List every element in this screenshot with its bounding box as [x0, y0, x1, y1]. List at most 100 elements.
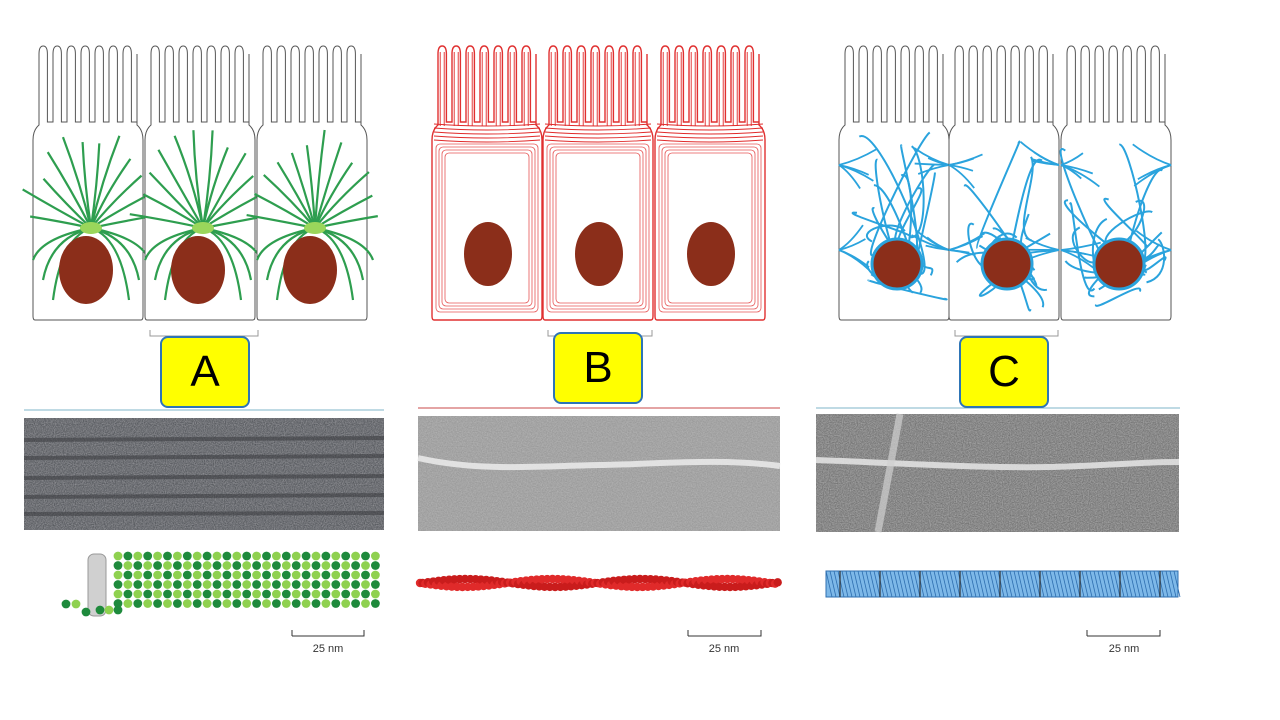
tubulin-subunit	[71, 599, 81, 609]
tubulin-subunit	[113, 570, 123, 580]
tubulin-subunit	[202, 561, 212, 570]
tubulin-subunit	[232, 570, 242, 580]
filament-strand	[1101, 570, 1109, 598]
tubulin-subunit	[212, 589, 222, 599]
tubulin-subunit	[351, 589, 360, 599]
desmosome-filament	[1060, 241, 1101, 251]
filament-strand	[1041, 570, 1049, 598]
filament-strand	[1025, 570, 1033, 598]
filament-strand	[961, 570, 969, 598]
filament-strand	[1145, 570, 1153, 598]
intermediate-filament	[1094, 287, 1141, 307]
filament-strand	[1069, 570, 1077, 598]
tubulin-subunit	[351, 599, 360, 608]
centrosome	[192, 222, 214, 234]
tubulin-subunit	[61, 599, 71, 609]
tubulin-subunit	[291, 589, 301, 599]
filament-strand	[865, 570, 873, 598]
filament-strand	[841, 570, 849, 598]
tubulin-subunit	[182, 599, 192, 608]
filament-strand	[921, 570, 929, 598]
tubulin-subunit	[192, 561, 202, 570]
panel-b-cells	[431, 45, 766, 321]
tubulin-subunit	[272, 561, 281, 570]
filament-strand	[1105, 570, 1113, 598]
actin-filament-model	[415, 574, 782, 592]
filament-strand	[925, 570, 933, 598]
filament-strand	[833, 570, 841, 598]
nucleus	[980, 237, 1034, 291]
filament-strand	[885, 570, 893, 598]
filament-strand	[937, 570, 945, 598]
tubulin-subunit	[123, 580, 133, 589]
tubulin-subunit	[123, 551, 133, 561]
tubulin-subunit	[311, 570, 321, 580]
filament-strand	[1117, 570, 1125, 598]
filament-strand	[1073, 570, 1081, 598]
nucleus	[1092, 237, 1146, 291]
tubulin-subunit	[262, 561, 271, 570]
filament-strand	[1049, 570, 1057, 598]
tubulin-subunit	[133, 599, 143, 608]
actin-cortex	[658, 143, 762, 313]
tubulin-subunit	[272, 580, 281, 589]
tubulin-subunit	[361, 561, 370, 570]
tubulin-subunit	[321, 599, 331, 608]
tubulin-subunit	[331, 561, 341, 570]
tubulin-subunit	[242, 580, 252, 589]
tubulin-subunit	[371, 580, 380, 589]
intermediate-filament	[1022, 156, 1034, 242]
filament-strand	[1057, 570, 1065, 598]
tubulin-subunit	[143, 561, 153, 570]
actin-cortex	[444, 152, 530, 304]
filament-strand	[1077, 570, 1085, 598]
desmosome-filament	[1132, 143, 1172, 166]
tubulin-subunit	[341, 551, 351, 561]
tubulin-subunit	[281, 570, 291, 580]
actin-terminal-web	[656, 127, 764, 131]
tubulin-subunit	[351, 561, 360, 570]
tubulin-subunit	[133, 561, 143, 570]
tubulin-subunit	[242, 570, 252, 580]
desmosome-filament	[948, 157, 974, 166]
intermediate-filament	[867, 279, 948, 301]
tubulin-subunit	[311, 599, 321, 608]
panel-a-micrograph	[23, 418, 385, 530]
centrosome	[80, 222, 102, 234]
filament-strand	[1165, 570, 1173, 598]
filament-strand	[1005, 570, 1013, 598]
intermediate-filament-cell	[838, 45, 950, 321]
tubulin-subunit	[123, 599, 133, 608]
filament-strand	[1081, 570, 1089, 598]
filament-strand	[953, 570, 961, 598]
tubulin-subunit	[371, 589, 380, 599]
tubulin-subunit	[222, 599, 232, 608]
tubulin-subunit	[371, 570, 380, 580]
filament-strand	[1033, 570, 1041, 598]
filament-strand	[853, 570, 861, 598]
tubulin-subunit	[173, 580, 182, 589]
filament-strand	[1001, 570, 1009, 598]
actin-cortex	[667, 152, 753, 304]
tubulin-subunit	[202, 580, 212, 589]
tubulin-subunit	[331, 589, 341, 599]
actin-cortex	[664, 149, 756, 307]
microtubule	[89, 135, 121, 229]
microtubule-model	[61, 551, 380, 617]
tubulin-subunit	[281, 580, 291, 589]
tubulin-subunit	[123, 561, 133, 570]
tubulin-subunit	[153, 599, 163, 608]
filament-strand	[1169, 570, 1177, 598]
filament-strand	[1097, 570, 1105, 598]
filament-strand	[825, 570, 833, 598]
tubulin-subunit	[113, 561, 123, 570]
tubulin-subunit	[272, 551, 281, 561]
tubulin-subunit	[252, 599, 261, 608]
actin-terminal-web	[433, 131, 541, 135]
tubulin-subunit	[272, 599, 281, 608]
panel-c-letter: C	[988, 347, 1020, 396]
filament-strand	[981, 570, 989, 598]
actin-cell	[431, 45, 543, 321]
panel-b-scale-label: 25 nm	[709, 643, 740, 655]
